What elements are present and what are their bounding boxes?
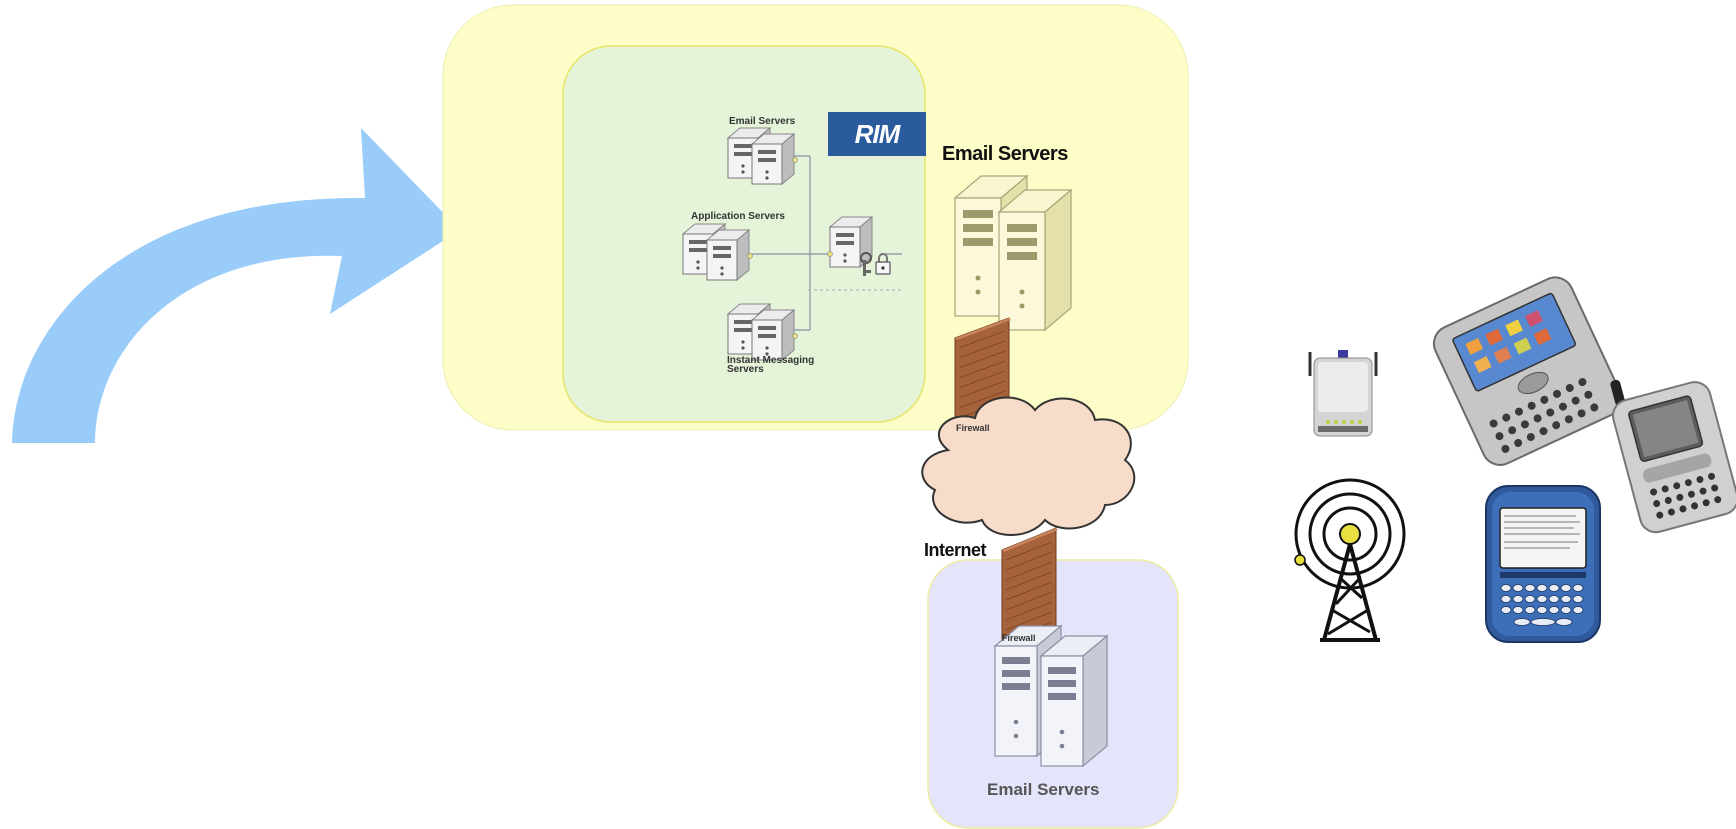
external-email-servers-label: Email Servers [987, 780, 1100, 799]
radio-tower-icon [1294, 478, 1406, 642]
curved-arrow-icon [12, 128, 460, 443]
application-servers-icon [683, 224, 753, 280]
rim-logo: RIM [828, 112, 926, 156]
cloud-icon [921, 396, 1136, 536]
email-servers-large-icon [953, 174, 1073, 332]
application-servers-label: Application Servers [691, 211, 785, 222]
enterprise-email-servers-label: Email Servers [942, 143, 1068, 165]
smartphone-icon [1432, 276, 1623, 466]
firewall-top-label: Firewall [956, 423, 990, 433]
blackberry-icon [1485, 485, 1601, 643]
instant-messaging-label-line2: Servers [727, 364, 764, 375]
wireless-router-icon [1308, 350, 1378, 437]
email-servers-icon [728, 128, 798, 184]
internet-label: Internet [924, 540, 987, 560]
enterprise-server-icon [827, 216, 873, 268]
lock-key-icon [860, 252, 891, 276]
connector-lines [743, 155, 902, 331]
firewall-bottom-icon [1001, 527, 1058, 651]
instant-messaging-label-line1: Instant Messaging [727, 355, 815, 366]
external-email-servers-icon [993, 624, 1109, 768]
flip-phone-icon [1610, 379, 1736, 534]
instant-messaging-servers-icon [728, 304, 798, 360]
firewall-bottom-label: Firewall [1002, 633, 1036, 643]
email-servers-label: Email Servers [729, 116, 796, 127]
